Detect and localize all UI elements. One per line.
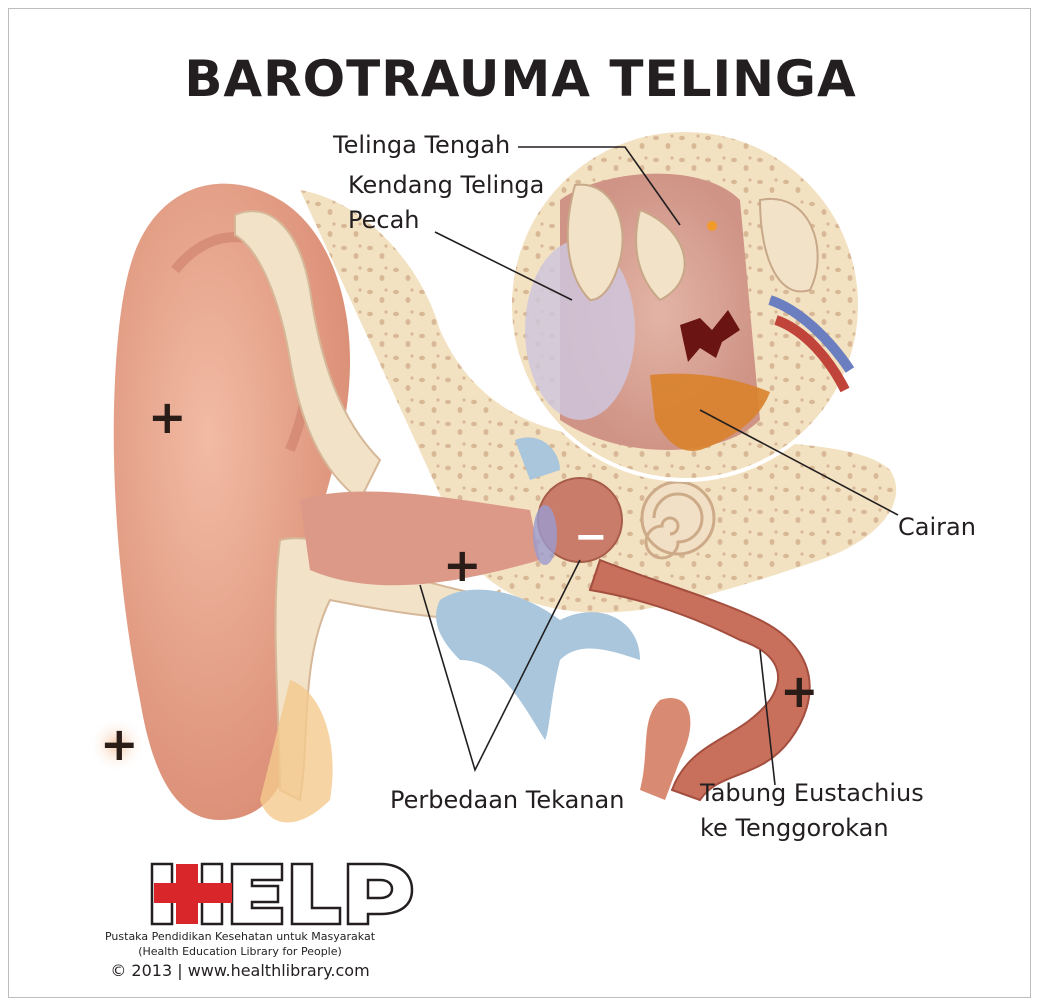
fluid bbox=[650, 373, 770, 451]
eustachian-tube bbox=[588, 558, 811, 802]
help-logo bbox=[150, 862, 414, 926]
plus-sign-outer-ear: + bbox=[148, 390, 187, 444]
page-title: BAROTRAUMA TELINGA bbox=[184, 50, 857, 108]
magnified-middle-ear-inset bbox=[508, 128, 862, 482]
image-frame bbox=[8, 8, 1031, 998]
cartilage bbox=[234, 210, 382, 502]
logo-subtitle-en: (Health Education Library for People) bbox=[138, 945, 342, 958]
label-pressure-difference: Perbedaan Tekanan bbox=[390, 786, 625, 814]
ear-canal bbox=[300, 491, 540, 586]
cochlea bbox=[640, 480, 716, 560]
logo-copyright: © 2013 | www.healthlibrary.com bbox=[110, 961, 370, 980]
rupture bbox=[680, 310, 740, 362]
leader-lines bbox=[419, 146, 899, 786]
label-eustachian-line1: Tabung Eustachius bbox=[700, 779, 924, 807]
plus-sign-eustachian: + bbox=[780, 664, 819, 718]
label-middle-ear: Telinga Tengah bbox=[333, 131, 511, 159]
label-eustachian-line2: ke Tenggorokan bbox=[700, 814, 889, 842]
label-eardrum-line1: Kendang Telinga bbox=[348, 171, 545, 199]
plus-sign-outside: + bbox=[100, 717, 139, 771]
minus-sign-middle-ear: − bbox=[574, 514, 608, 560]
label-fluid: Cairan bbox=[898, 513, 976, 541]
plus-sign-ear-canal: + bbox=[443, 538, 482, 592]
label-eardrum-line2: Pecah bbox=[348, 206, 420, 234]
logo-subtitle: Pustaka Pendidikan Kesehatan untuk Masya… bbox=[104, 930, 376, 943]
